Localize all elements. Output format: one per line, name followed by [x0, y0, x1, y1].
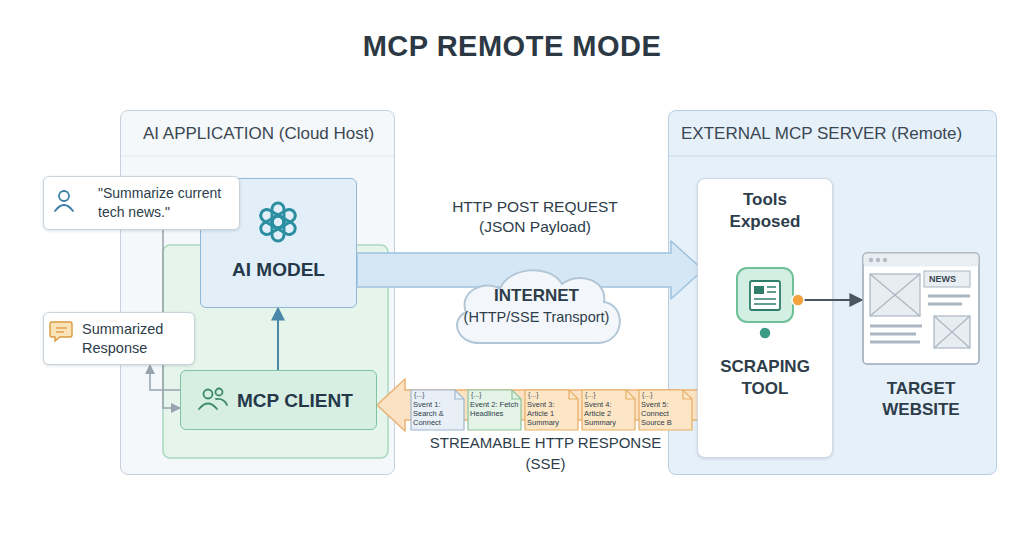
json-mark: {...}: [642, 391, 653, 398]
json-mark: {...}: [585, 391, 596, 398]
sse-event: {...} Svent 3: Article 1 Summary: [524, 389, 579, 431]
document-shape: [582, 390, 635, 430]
news-tab: NEWS: [929, 274, 956, 284]
document-shape: [468, 390, 521, 430]
document-shape: [639, 390, 692, 430]
cloud-heading: INTERNET: [448, 286, 625, 306]
server-panel: EXTERNAL MCP SERVER (Remote) Tools Expose…: [668, 110, 997, 475]
document-fold: [455, 390, 464, 399]
document-shape: [525, 390, 578, 430]
sse-event: {...} Svent 1: Search & Connect: [410, 389, 465, 431]
event-text: Svent 4: Article 2 Summary: [584, 400, 634, 427]
client-label: MCP CLIENT: [237, 390, 353, 412]
document-fold: [569, 390, 578, 399]
event-text: Event 2: Fetch Headlines: [470, 400, 520, 418]
query-text: "Summarize current tech news.": [98, 184, 238, 222]
event-text: Svent 1: Search & Connect: [413, 400, 463, 427]
document-fold: [512, 390, 521, 399]
event-text: Svent 3: Article 1 Summary: [527, 400, 577, 427]
json-mark: {...}: [414, 391, 425, 398]
user-query-box: "Summarize current tech news.": [43, 176, 240, 230]
flow-arrow: [377, 379, 711, 431]
event-text: Svent 5: Connect Source B: [641, 400, 691, 427]
edge-label: HTTP POST REQUEST (JSON Payload): [435, 197, 635, 237]
json-mark: {...}: [471, 391, 482, 398]
sse-event: {...} Event 2: Fetch Headlines: [467, 389, 522, 431]
panel-heading: EXTERNAL MCP SERVER (Remote): [681, 124, 962, 144]
model-label: AI MODEL: [201, 259, 356, 281]
internet-cloud: INTERNET (HTTP/SSE Transport): [448, 262, 625, 345]
sse-event: {...} Svent 4: Article 2 Summary: [581, 389, 636, 431]
response-box: Summarized Response: [43, 312, 195, 365]
diagram-title: MCP REMOTE MODE: [0, 30, 1024, 63]
panel-heading: AI APPLICATION (Cloud Host): [143, 124, 374, 144]
card-heading: Tools Exposed: [714, 189, 816, 233]
tools-card: Tools ExposedSCRAPING TOOL: [697, 178, 833, 458]
browser-dot: [876, 258, 880, 262]
tool-name: SCRAPING TOOL: [710, 356, 820, 400]
browser-dot: [883, 258, 887, 262]
cloud-subtitle: (HTTP/SSE Transport): [448, 309, 625, 325]
browser-bar: [864, 254, 979, 267]
cloud-shape: [457, 270, 620, 343]
news-tab-shape: [924, 271, 970, 287]
response-text: Summarized Response: [82, 320, 192, 358]
json-mark: {...}: [528, 391, 539, 398]
document-shape: [411, 390, 464, 430]
flow-arrow-shape: [377, 379, 711, 431]
browser-window: [863, 253, 979, 364]
sse-event: {...} Svent 5: Connect Source B: [638, 389, 693, 431]
host-panel: AI APPLICATION (Cloud Host) AI MODEL MCP C…: [120, 110, 395, 475]
mcp-client-box: MCP CLIENT: [180, 370, 377, 430]
edge-label: STREAMABLE HTTP RESPONSE (SSE): [413, 432, 678, 474]
document-fold: [626, 390, 635, 399]
website-label: TARGET WEBSITE: [862, 378, 980, 420]
target-website: NEWS TARGET WEBSITE: [862, 252, 980, 422]
browser-dot: [869, 258, 873, 262]
